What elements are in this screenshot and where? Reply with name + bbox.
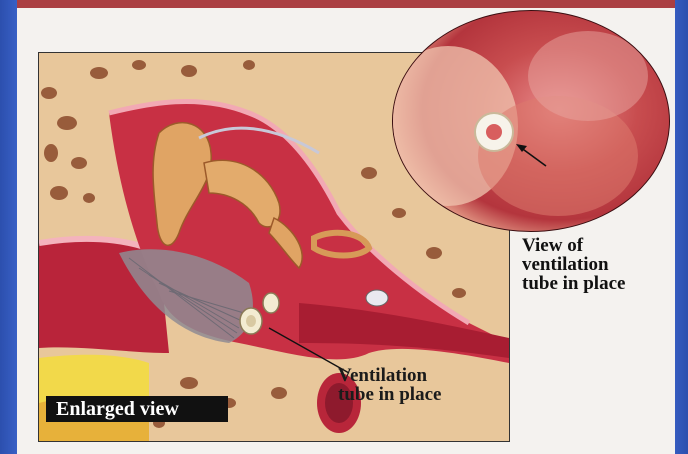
- otoscope-inset: [388, 6, 674, 236]
- inset-caption-line1: View of: [522, 236, 672, 255]
- tube-caption-line2: tube in place: [338, 385, 488, 404]
- inset-caption-line3: tube in place: [522, 274, 672, 293]
- inset-caption: View of ventilation tube in place: [522, 236, 672, 293]
- round-window: [366, 290, 388, 306]
- ventilation-tube-flange: [263, 293, 279, 313]
- membrane-highlight: [528, 31, 648, 121]
- tube-caption: Ventilation tube in place: [338, 366, 488, 404]
- ventilation-tube-lumen: [246, 315, 256, 327]
- inset-caption-line2: ventilation: [522, 255, 672, 274]
- inset-tube-lumen: [486, 124, 502, 140]
- enlarged-view-badge: Enlarged view: [46, 396, 228, 422]
- tube-caption-line1: Ventilation: [338, 366, 488, 385]
